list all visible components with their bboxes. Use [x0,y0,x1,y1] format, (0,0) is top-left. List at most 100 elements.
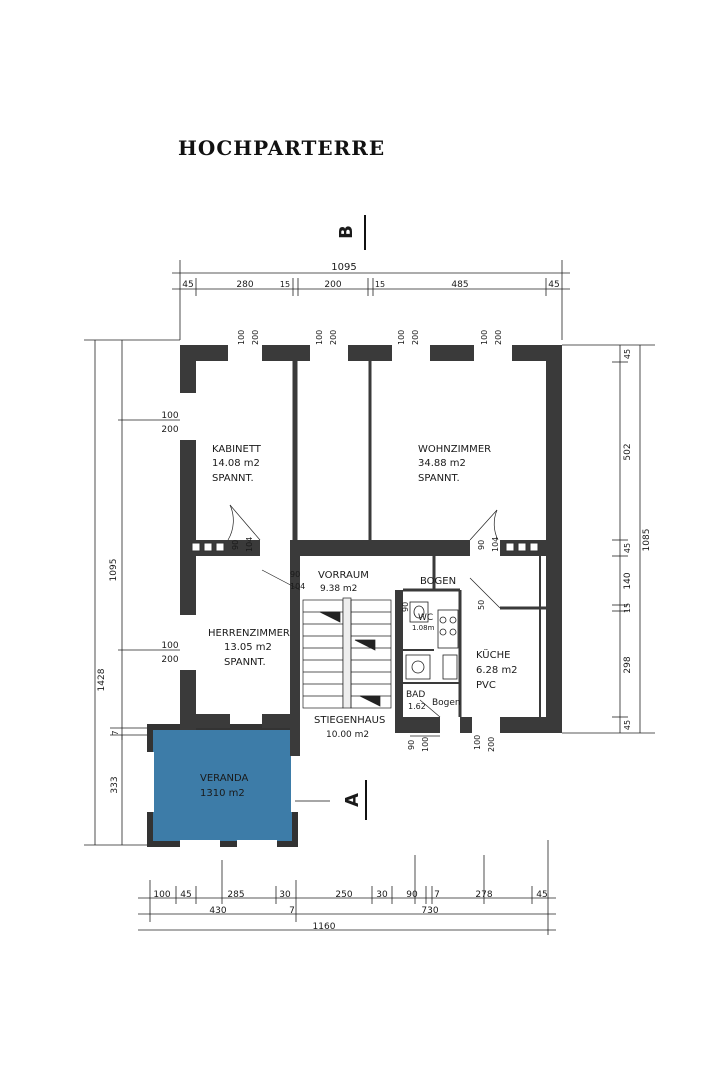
dim-right-seg-3: 45 [623,543,632,553]
room-wc-area: 1.08m [412,624,435,632]
top-window-dims: 100 200 100 200 100 200 100 200 [237,330,503,345]
dim-left-veranda: 333 [110,776,120,793]
room-veranda-name: VERANDA [200,773,249,784]
room-stiegenhaus-name: STIEGENHAUS [314,715,385,726]
interior-walls [292,361,546,717]
dim-bottom-total: 1160 [313,922,336,932]
dim-bottom-8: 7 [434,890,440,900]
dim-right-seg-2: 502 [623,443,633,460]
dim-bottom-2: 45 [180,890,191,900]
top-dimensions [172,260,570,340]
dim-right-seg-1: 45 [623,349,632,359]
dim-bottom-right: 730 [421,906,438,916]
section-marker-b: B [336,215,366,250]
dim-bottom-5: 250 [335,890,352,900]
room-kabinett-area: 14.08 m2 [212,458,260,469]
room-wohnzimmer-area: 34.88 m2 [418,458,466,469]
room-stiegenhaus-area: 10.00 m2 [326,730,369,740]
dim-top-seg-1: 45 [182,280,193,290]
dim-door-kabinett-a: 90 [231,540,240,550]
stairs [302,597,392,709]
dim-bottom-9: 278 [475,890,492,900]
svg-text:100: 100 [237,330,246,345]
svg-text:B: B [336,225,357,239]
kitchen-fixtures [405,601,459,680]
dim-right-seg-5: 15 [623,603,632,613]
dim-bottom-4: 30 [279,890,291,900]
left-dimensions [84,339,180,846]
room-vorraum-name: VORRAUM [318,570,369,581]
dim-bottom-7: 90 [406,890,418,900]
room-bad-name: BAD [406,690,425,700]
dim-left-window2-a: 100 [161,641,178,651]
door-swings [227,504,501,737]
plan-title: HOCHPARTERRE [178,136,386,160]
dim-left-total: 1428 [97,668,107,691]
room-herrenzimmer-area: 13.05 m2 [224,642,272,653]
room-kueche-name: KÜCHE [476,648,510,661]
right-dimensions [562,344,655,734]
room-vorraum-area: 9.38 m2 [320,584,357,594]
dim-door-kueche-bottom-b: 200 [487,737,496,752]
svg-text:200: 200 [329,330,338,345]
dim-top-seg-5: 15 [375,280,385,289]
room-wohnzimmer-name: WOHNZIMMER [418,444,491,455]
room-wc-name: WC [418,613,433,623]
room-kueche-area: 6.28 m2 [476,665,518,676]
dim-door-bad-b: 100 [421,737,430,752]
dim-right-seg-7: 45 [623,720,632,730]
dim-door-bad-a: 90 [407,740,416,750]
room-kabinett-floor: SPANNT. [212,473,254,484]
dim-top-seg-3: 15 [280,280,290,289]
svg-text:A: A [342,793,363,807]
dim-left-window2-b: 200 [161,655,178,665]
dim-door-kabinett-b: 104 [245,537,254,552]
room-bad-area: 1.62 [408,702,426,711]
dim-door-wohnzimmer-a: 90 [477,540,486,550]
dim-right-seg-6: 298 [623,656,633,673]
dim-bottom-6: 30 [376,890,388,900]
dim-wc-door: 90 [401,602,410,612]
dim-left-inner: 1095 [109,559,119,582]
radiator-icons [191,542,539,552]
section-marker-a: A [295,780,367,820]
dim-left-window1-b: 200 [161,425,178,435]
room-herrenzimmer-floor: SPANNT. [224,657,266,668]
walls [180,345,562,756]
dim-top-seg-7: 45 [548,280,559,290]
dim-top-seg-4: 200 [324,280,341,290]
dim-door-kueche: 50 [477,600,486,610]
room-wohnzimmer-floor: SPANNT. [418,473,460,484]
room-bogen-top: BOGEN [420,576,456,587]
dim-top-seg-6: 485 [451,280,468,290]
svg-text:200: 200 [251,330,260,345]
svg-text:100: 100 [315,330,324,345]
dim-bottom-1: 100 [153,890,170,900]
dim-right-seg-4: 140 [623,572,633,589]
room-bogen-bottom: Bogen [432,698,461,708]
dim-bottom-10: 45 [536,890,547,900]
svg-text:100: 100 [480,330,489,345]
dim-right-total: 1085 [642,529,652,552]
dim-door-kueche-bottom-a: 100 [473,735,482,750]
svg-text:100: 100 [397,330,406,345]
svg-text:200: 200 [411,330,420,345]
dim-bottom-left: 430 [209,906,226,916]
room-kabinett-name: KABINETT [212,444,262,455]
dim-door-vorraum-a: 90 [290,570,300,579]
bottom-dimensions [138,840,556,935]
room-veranda-area: 1310 m2 [200,788,245,799]
dim-top-seg-2: 280 [236,280,253,290]
dim-bottom-3: 285 [227,890,244,900]
dim-left-window1-a: 100 [161,411,178,421]
dim-left-small: 7 [111,730,120,735]
svg-text:200: 200 [494,330,503,345]
veranda-area [146,724,299,848]
room-herrenzimmer-name: HERRENZIMMER [208,628,290,639]
room-kueche-floor: PVC [476,680,496,691]
dim-top-total: 1095 [331,262,356,273]
dim-door-wohnzimmer-b: 104 [491,537,500,552]
dim-bottom-mid: 7 [289,906,295,916]
dim-door-vorraum-b: 104 [290,582,305,591]
